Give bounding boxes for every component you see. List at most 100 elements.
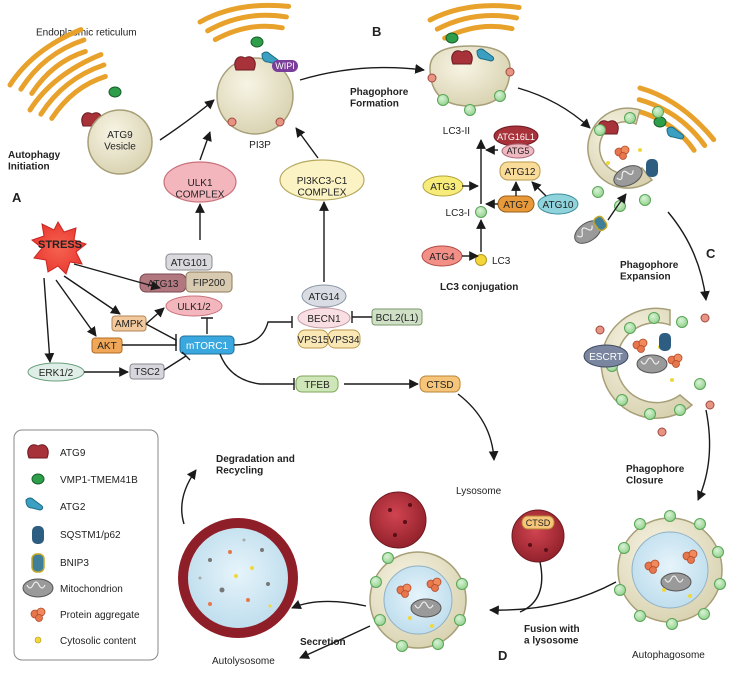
akt-label: AKT [97,341,116,352]
er-label: Endoplasmic reticulum [36,28,137,39]
vmp1-icon [250,36,264,48]
tfeb-node [295,375,339,393]
ulk12-label: ULK1/2 [177,302,211,313]
autolysosome [178,518,298,638]
phagophore-closing [595,307,715,437]
legend-aggregate-label: Protein aggregate [60,610,140,621]
phagophore-expansion-label: Phagophore Expansion [620,260,681,283]
fusion-autolysosome [369,551,468,652]
inhibit-akt-mtorc1 [122,339,177,351]
pi3p-dot [227,117,237,127]
atg14-label: ATG14 [309,292,340,303]
lc3-conjugation-label: LC3 conjugation [440,282,518,293]
stress-label: STRESS [38,239,82,251]
inhibit-ampk-mtorc1 [145,323,177,346]
escrt-label: ESCRT [589,352,623,363]
lc3-label: LC3 [492,256,511,267]
inhibit-tsc2-mtorc1 [163,351,191,371]
autophagosome [614,510,726,630]
tsc2-label: TSC2 [134,367,160,378]
fip200-node [185,271,233,293]
bnip3-free [569,215,608,249]
ulk1-complex-node [163,161,237,203]
arrow-stress-erk [43,277,55,363]
atg5-node [501,143,535,159]
lysosome-1 [369,491,427,549]
arrow-to-autophagosome [697,409,711,501]
atg5-label: ATG5 [507,146,530,156]
phagophore-expansion [587,106,685,212]
arrow-ctsd-lysosome [457,393,499,461]
inhibit-mtorc1-ulk [201,317,213,334]
panel-letter-b: B [372,24,381,39]
lysosome-ctsd-badge [521,515,555,530]
inhibit-mtorc1-becn1 [233,316,293,346]
arrow-degradation [181,469,197,525]
legend-atg9-icon [27,444,49,459]
erk12-label: ERK1/2 [39,368,74,379]
arrow-to-expansion [517,87,591,129]
er-top-right [429,1,522,40]
becn1-node [297,307,351,329]
legend-mitochondrion-icon [22,578,54,598]
legend-bnip3-icon [31,553,45,573]
ampk-label: AMPK [115,319,144,330]
arrow-pi3k-to-pi3p [295,127,319,159]
arrow-stress-ulk [73,263,161,291]
ulk12-node [165,295,223,317]
arrow-ulk-to-pi3p [199,131,212,161]
legend-vmp1-icon [31,473,45,485]
atg4-label: ATG4 [429,252,455,263]
phagophore-early [427,32,515,116]
atg14-node [301,284,347,308]
fusion-label: Fusion with a lysosome [524,624,582,647]
er-top-mid [199,0,292,42]
atg101-node [165,253,213,271]
escrt-node [583,344,629,368]
legend-sqstm1-label: SQSTM1/p62 [60,530,121,541]
vps15-label: VPS15 [297,335,329,346]
arrow-to-secretion [299,625,371,659]
lc3-i-dot [475,206,487,218]
ctsd-label: CTSD [426,380,453,391]
atg3-label: ATG3 [430,182,456,193]
lc3-ii-label: LC3-II [443,126,470,137]
arrow-bnip3 [607,193,627,221]
arrow-to-closure [667,211,710,301]
secretion-label: Secretion [300,637,346,648]
lysosome-label: Lysosome [456,486,502,497]
legend-cytosolic-icon [34,636,42,644]
legend-atg2-label: ATG2 [60,502,86,513]
phagophore-nucleus [216,57,294,135]
panel-letter-c: C [706,246,716,261]
arrow-stress-akt [55,279,97,337]
arrow-fusion [489,581,617,616]
vmp1-icon [108,86,122,98]
arrow-stress-ampk [63,275,121,315]
atg10-label: ATG10 [543,200,574,211]
ctsd-node [419,375,461,393]
mtorc1-label: mTORC1 [186,341,228,352]
arrow-to-autolysosome [291,600,367,610]
pi3kc3-complex-node [279,159,365,201]
panel-letter-d: D [498,648,507,663]
atg9-vesicle [87,109,153,175]
becn1-label: BECN1 [307,314,341,325]
legend-cytosolic-label: Cytosolic content [60,636,136,647]
tfeb-label: TFEB [304,380,330,391]
arrow-formation [299,64,425,81]
legend-sqstm1-icon [32,526,44,544]
autophagosome-label: Autophagosome [632,650,705,661]
wipi-badge [272,60,298,72]
inhibit-bcl2-becn1 [351,311,372,323]
pi3p-dot [275,117,285,127]
legend-bnip3-label: BNIP3 [60,558,89,569]
atg12-node [499,161,541,181]
